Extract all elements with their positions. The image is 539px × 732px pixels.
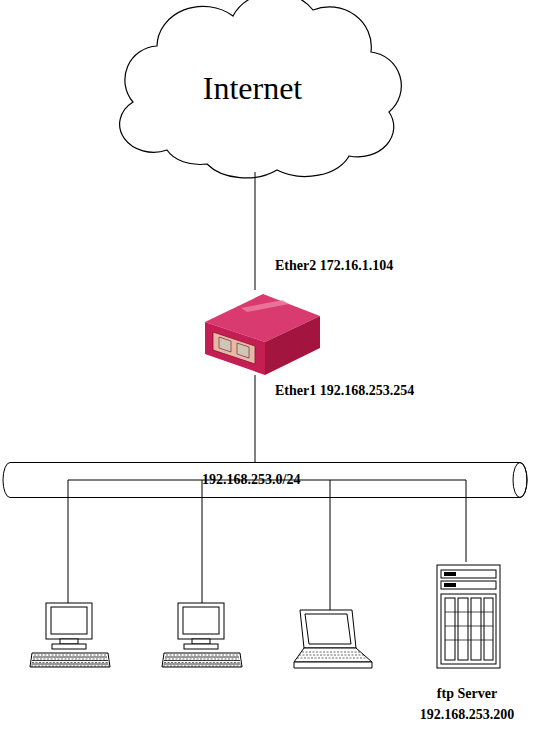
router-device: Ether2 172.16.1.104Ether1 192.168.253.25… xyxy=(205,290,320,375)
server-address: 192.168.253.200 xyxy=(392,707,539,723)
router-shape xyxy=(205,290,320,375)
laptop-computer xyxy=(294,610,372,668)
desktop-computer xyxy=(30,603,110,667)
lan-wires xyxy=(68,480,466,612)
server-shape xyxy=(432,562,504,670)
cloud-label: Internet xyxy=(105,70,400,106)
network-link xyxy=(255,375,256,462)
cloud-node: Internet xyxy=(105,0,400,172)
network-link xyxy=(255,172,256,290)
network-link xyxy=(466,498,467,562)
server-node: ftp Server192.168.253.200 xyxy=(432,562,504,670)
desktop-computer xyxy=(162,603,242,667)
server-name: ftp Server xyxy=(392,686,539,702)
interface-label: Ether1 192.168.253.254 xyxy=(275,383,414,399)
interface-label: Ether2 172.16.1.104 xyxy=(275,258,393,274)
lan-bus: 192.168.253.0/24 xyxy=(0,462,530,498)
network-label: 192.168.253.0/24 xyxy=(202,472,300,488)
